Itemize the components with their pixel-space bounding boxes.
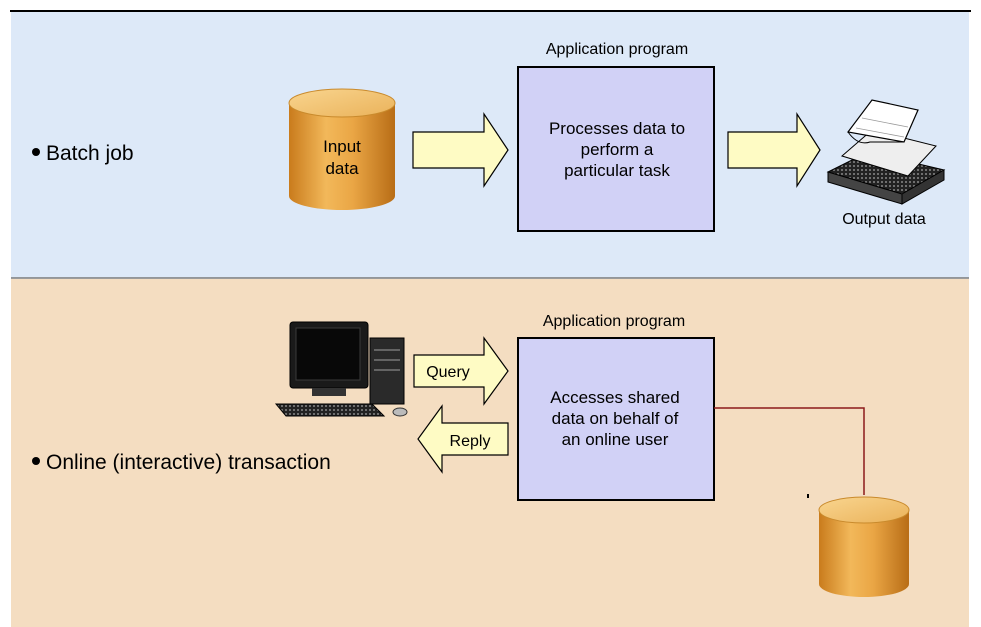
online-transaction-label: Online (interactive) transaction	[46, 451, 331, 474]
online-program-text-line3: an online user	[562, 430, 669, 449]
online-program-text-line2: data on behalf of	[552, 409, 679, 428]
arrow-right-icon	[412, 112, 509, 188]
reply-label: Reply	[450, 433, 491, 450]
online-panel: Online (interactive) transaction Query R…	[11, 279, 969, 627]
printer-output-icon	[826, 99, 946, 205]
batch-program-text-line3: particular task	[564, 161, 670, 180]
arrow-right-icon	[727, 111, 821, 189]
query-arrow-right-icon	[413, 336, 509, 406]
online-program-text-line1: Accesses shared	[550, 388, 679, 407]
input-data-label-line1: Input	[323, 137, 361, 156]
connector-line	[714, 407, 865, 495]
online-program-title: Application program	[543, 313, 685, 330]
online-program-box	[517, 337, 715, 501]
stray-mark	[807, 494, 809, 498]
batch-bullet-icon	[32, 148, 40, 156]
batch-program-text-line2: perform a	[581, 140, 654, 159]
reply-arrow-left-icon	[417, 404, 509, 474]
batch-job-label: Batch job	[46, 142, 134, 165]
query-label: Query	[426, 364, 470, 381]
batch-program-box	[517, 66, 715, 232]
input-data-cylinder-icon: Input data	[288, 88, 396, 210]
batch-program-text-line1: Processes data to	[549, 119, 685, 138]
shared-database-cylinder-icon	[818, 496, 910, 597]
input-data-label-line2: data	[325, 159, 359, 178]
desktop-computer-icon	[274, 321, 408, 417]
top-border	[10, 10, 971, 12]
online-bullet-icon	[32, 457, 40, 465]
output-data-label: Output data	[842, 211, 926, 228]
batch-program-title: Application program	[546, 41, 688, 58]
batch-panel: Batch job Input data Application program…	[11, 12, 969, 279]
